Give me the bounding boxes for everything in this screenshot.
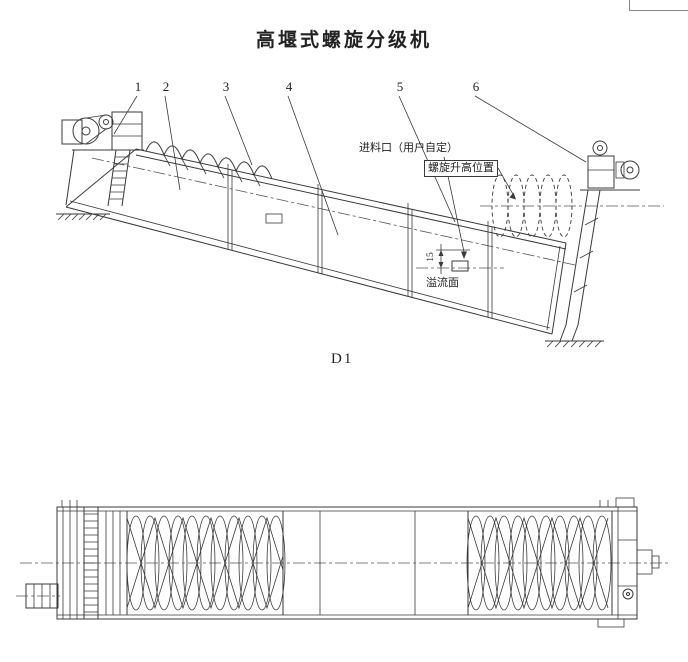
part-label-1: 1	[134, 79, 142, 94]
annotation-feed-inlet: 进料口（用户自定）	[359, 142, 458, 154]
side-view-linework	[56, 95, 664, 348]
plan-spiral-right	[466, 511, 613, 615]
plan-right-end	[597, 497, 660, 628]
weir-height-dimension	[438, 244, 444, 274]
part-leader-lines	[113, 95, 587, 236]
dimension-weir-height: 15	[425, 252, 436, 262]
plan-drive-section	[25, 500, 121, 619]
view-label-d1: D1	[331, 351, 354, 367]
part-label-3: 3	[222, 79, 230, 94]
raised-spiral-phantom	[491, 174, 573, 238]
annotation-spiral-raised-position: 螺旋升高位置	[424, 160, 498, 177]
plan-spiral-left	[126, 511, 286, 615]
spiral-flights	[145, 141, 273, 187]
sheet-corner-mark	[629, 0, 688, 11]
part-label-6: 6	[472, 79, 480, 94]
part-label-4: 4	[285, 79, 293, 94]
part-label-2: 2	[162, 79, 170, 94]
drawing-title: 高堰式螺旋分级机	[255, 29, 432, 51]
part-label-5: 5	[396, 79, 404, 94]
plan-view-linework	[16, 497, 668, 628]
plan-centerline	[16, 562, 668, 597]
overflow-detail	[436, 249, 470, 272]
annotation-overflow-surface: 溢流面	[426, 277, 459, 289]
spiral-lifting-mechanism	[545, 140, 640, 348]
